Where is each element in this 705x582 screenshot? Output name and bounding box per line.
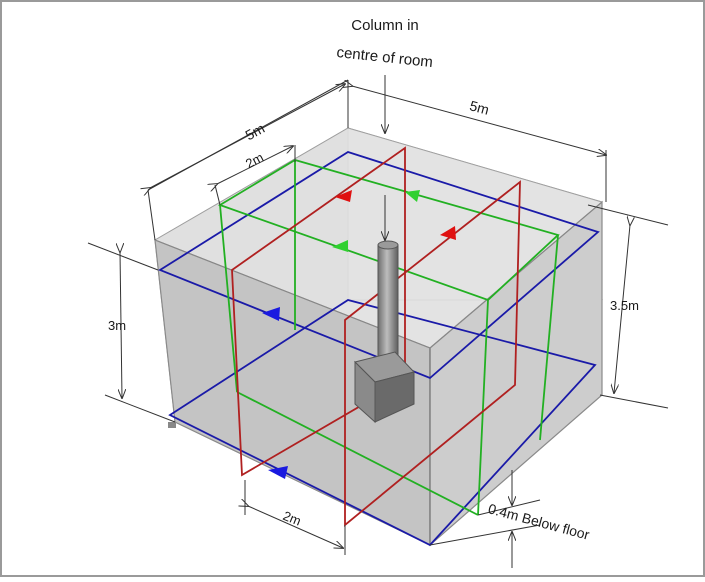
room-box — [153, 127, 604, 547]
dim-label-right-height: 3.5m — [610, 298, 639, 313]
dim-label-top-inner: 2m — [243, 150, 266, 172]
green-arrow-left — [332, 240, 348, 252]
floor-marker — [168, 422, 176, 428]
column — [354, 240, 415, 424]
column-shaft — [377, 244, 399, 361]
red-arrow-right — [440, 226, 456, 240]
dim-label-below-floor: 0.4m Below floor — [486, 500, 591, 543]
dimension-lines — [87, 75, 669, 568]
dim-label-bottom: 2m — [281, 508, 303, 529]
red-arrow-left — [335, 190, 352, 202]
blue-arrow-lower — [268, 466, 288, 479]
blue-arrow-upper — [262, 307, 280, 321]
title-line-1: Column in — [351, 17, 419, 34]
flow-arrows — [262, 190, 456, 479]
green-arrow-right — [405, 190, 420, 202]
title-line-2: centre of room — [336, 44, 434, 71]
dim-label-top-left: 5m — [243, 120, 268, 143]
dim-label-left-height: 3m — [108, 318, 126, 333]
column-base-right — [374, 371, 415, 423]
dim-label-top-right: 5m — [468, 97, 491, 117]
